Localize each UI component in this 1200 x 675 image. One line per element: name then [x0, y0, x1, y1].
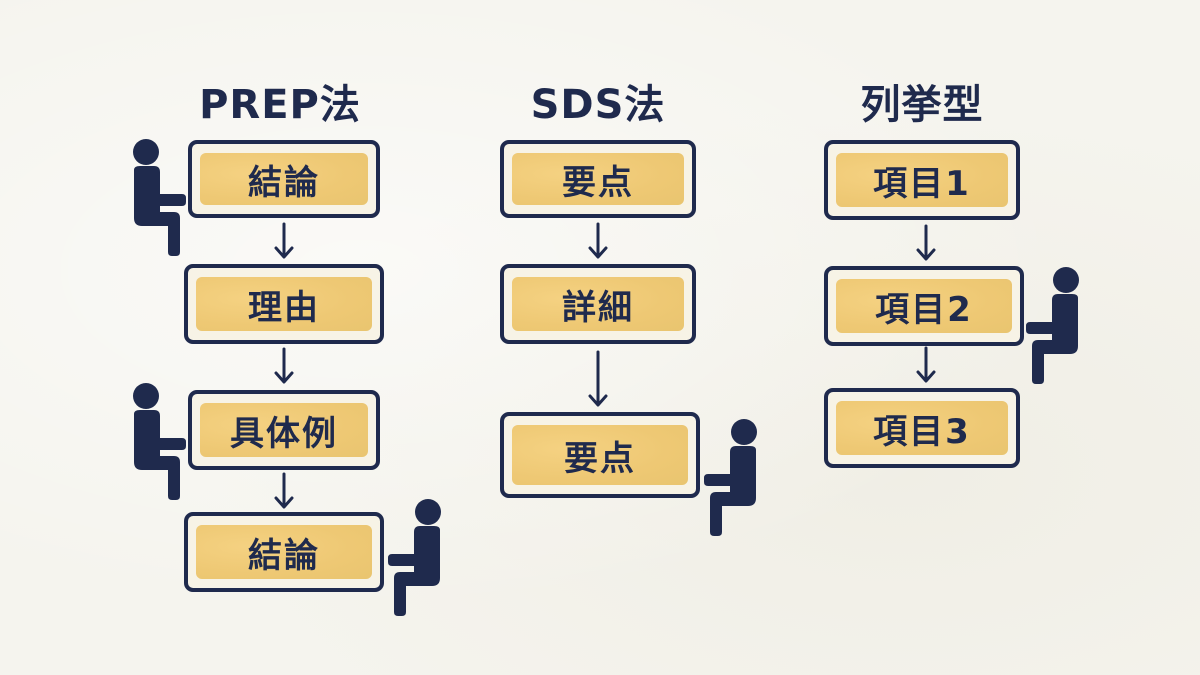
prep-title: PREP法 — [199, 82, 361, 128]
prep-box-label: 具体例 — [230, 413, 338, 454]
sds-box-label: 要点 — [562, 162, 634, 203]
list-box-label: 項目1 — [873, 163, 971, 204]
down-arrow-icon — [274, 347, 294, 384]
sds-box-detail: 詳細 — [500, 264, 696, 344]
list-box-item-2: 項目2 — [824, 266, 1024, 346]
down-arrow-icon — [274, 472, 294, 509]
down-arrow-icon — [916, 346, 936, 383]
seated-person-icon — [388, 499, 441, 616]
list-box-item-3: 項目3 — [824, 388, 1020, 468]
down-arrow-icon — [916, 224, 936, 261]
sds-title: SDS法 — [530, 82, 666, 128]
prep-box-conclusion-1: 結論 — [188, 140, 380, 218]
sds-box-label: 詳細 — [562, 287, 634, 328]
list-title: 列挙型 — [860, 82, 984, 128]
down-arrow-icon — [588, 222, 608, 259]
prep-box-example: 具体例 — [188, 390, 380, 470]
sds-box-point-1: 要点 — [500, 140, 696, 218]
seated-person-icon — [133, 139, 186, 256]
sds-box-label: 要点 — [564, 438, 636, 479]
seated-person-icon — [704, 419, 757, 536]
sds-box-point-2: 要点 — [500, 412, 700, 498]
seated-person-icon — [133, 383, 186, 500]
prep-box-label: 結論 — [248, 162, 320, 203]
prep-box-label: 理由 — [248, 287, 320, 328]
down-arrow-icon — [588, 350, 608, 407]
prep-box-label: 結論 — [248, 535, 320, 576]
list-box-label: 項目2 — [875, 289, 973, 330]
prep-box-conclusion-2: 結論 — [184, 512, 384, 592]
down-arrow-icon — [274, 222, 294, 259]
prep-box-reason: 理由 — [184, 264, 384, 344]
seated-person-icon — [1026, 267, 1079, 384]
list-box-item-1: 項目1 — [824, 140, 1020, 220]
list-box-label: 項目3 — [873, 411, 971, 452]
